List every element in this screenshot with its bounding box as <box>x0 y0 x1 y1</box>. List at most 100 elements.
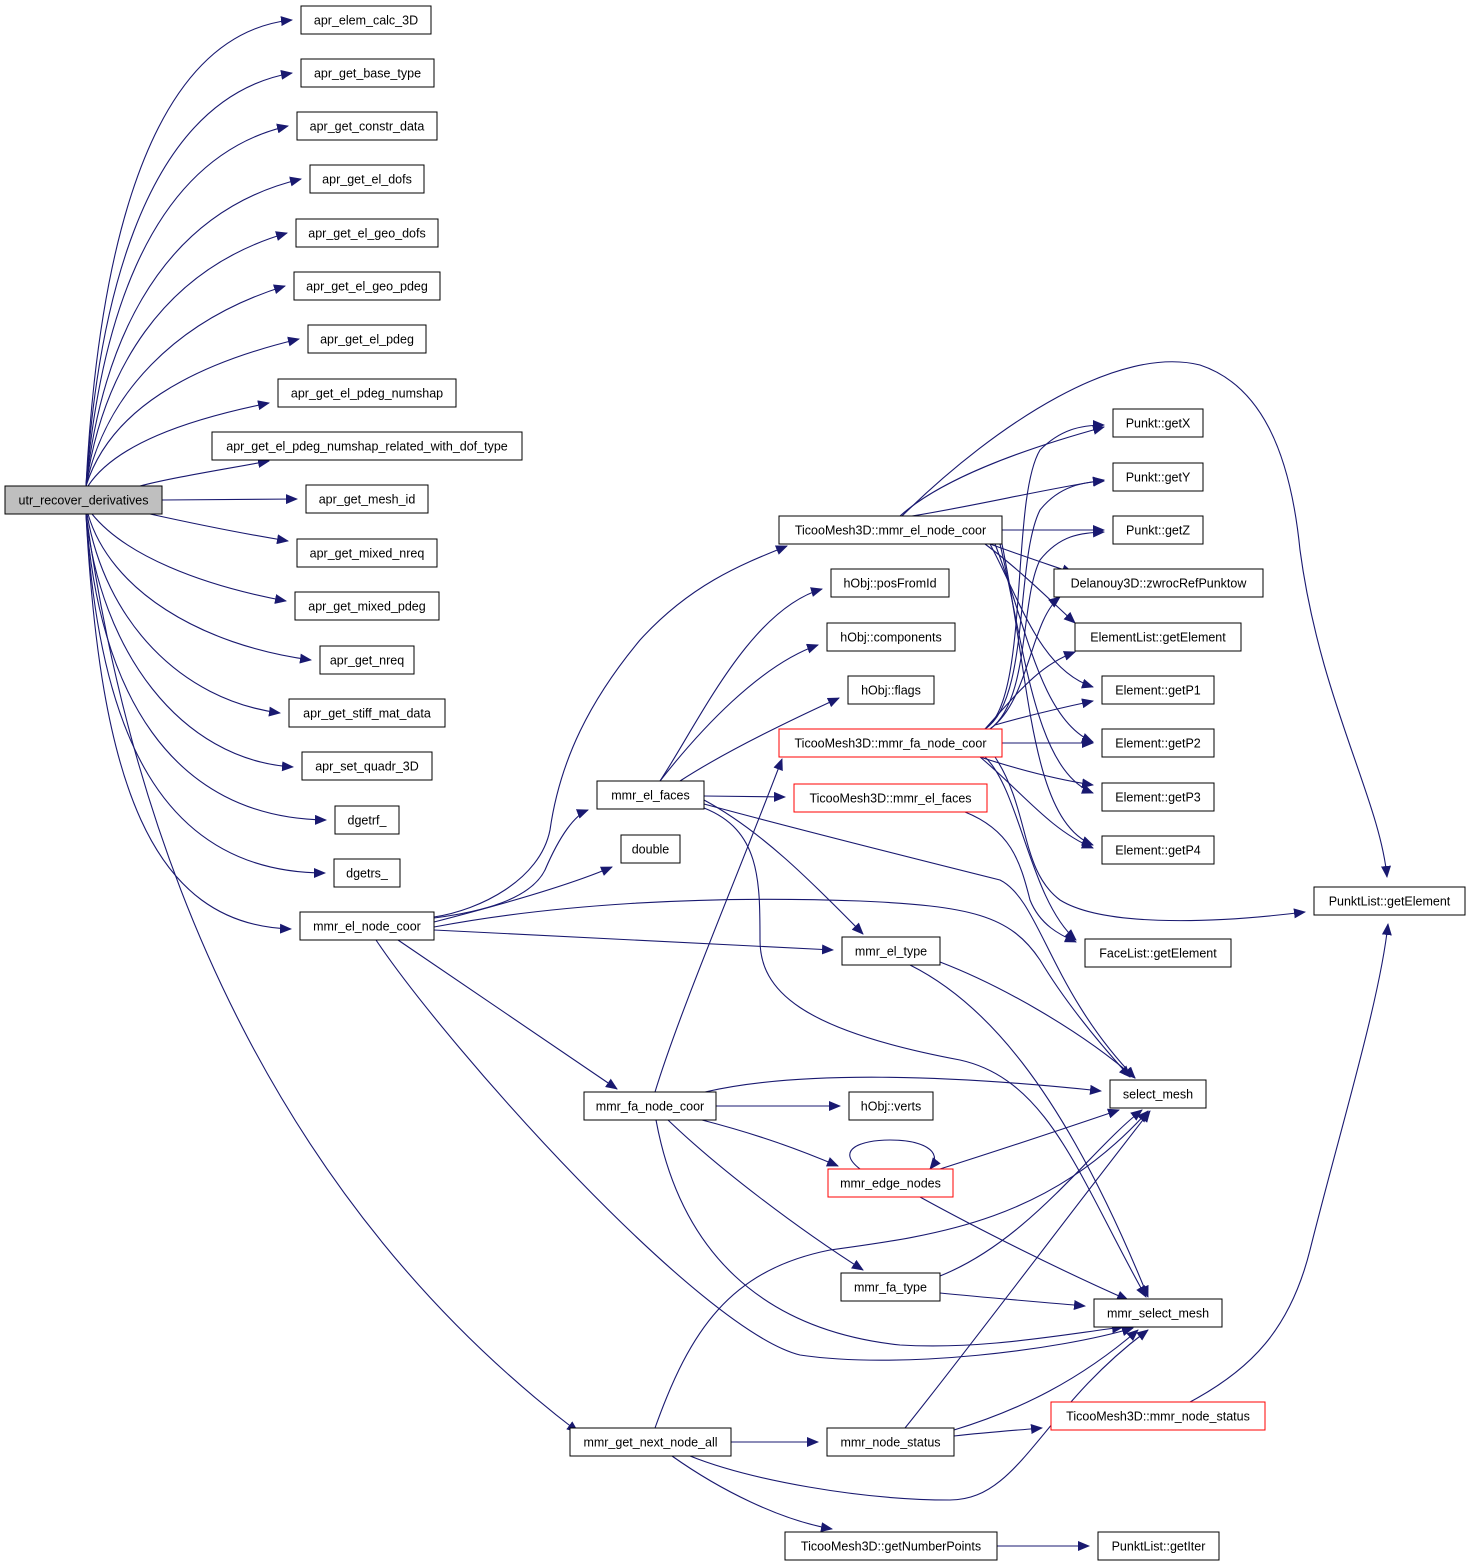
node-get-next[interactable]: mmr_get_next_node_all <box>569 1427 732 1457</box>
node-elem-calc[interactable]: apr_elem_calc_3D <box>300 5 432 35</box>
edge-root-to-mesh_id <box>161 494 298 505</box>
node-root[interactable]: utr_recover_derivatives <box>4 485 163 515</box>
node-getx[interactable]: Punkt::getX <box>1112 408 1204 438</box>
node-label: FaceList::getElement <box>1099 947 1217 961</box>
edge-el_node_coor-to-double <box>433 866 613 923</box>
node-getiter[interactable]: PunktList::getIter <box>1097 1531 1220 1561</box>
node-box <box>296 111 438 141</box>
node-stiff[interactable]: apr_get_stiff_mat_data <box>288 698 446 728</box>
edge-edge_nodes-to-edge_nodes <box>849 1139 941 1170</box>
node-label: mmr_node_status <box>840 1436 940 1450</box>
edge-root-to-mixed_nreq <box>149 513 289 545</box>
edge-el_type-to-select_mesh <box>939 961 1136 1079</box>
node-dgetrs[interactable]: dgetrs_ <box>333 858 401 888</box>
node-el-node-coor[interactable]: mmr_el_node_coor <box>299 911 435 941</box>
node-gety[interactable]: Punkt::getY <box>1112 462 1204 492</box>
node-p2[interactable]: Element::getP2 <box>1101 728 1215 758</box>
node-el-pdeg[interactable]: apr_get_el_pdeg <box>307 324 427 354</box>
edge-fa_node_coor-to-mmr_select <box>655 1119 1124 1347</box>
edge-node_status-to-tm_node_status <box>953 1424 1043 1437</box>
node-numshap-rel[interactable]: apr_get_el_pdeg_numshap_related_with_dof… <box>211 431 523 461</box>
node-box <box>826 622 956 652</box>
node-ellist-get[interactable]: ElementList::getElement <box>1074 622 1242 652</box>
edge-el_node_coor-to-mmr_select <box>375 939 1134 1361</box>
node-box <box>1084 938 1232 968</box>
node-box <box>1101 728 1215 758</box>
node-box <box>288 698 446 728</box>
edge-fa_node_coor-to-edge_nodes <box>701 1119 839 1167</box>
edge-root-to-el_dofs <box>85 176 302 487</box>
node-p4[interactable]: Element::getP4 <box>1101 835 1215 865</box>
node-node-status[interactable]: mmr_node_status <box>826 1427 955 1457</box>
edge-tm_el_node_coor-to-p4 <box>1001 543 1094 846</box>
edge-fa_node_coor-to-tm_fa_node_coor <box>654 758 783 1093</box>
edge-fa_node_coor-to-fa_type <box>667 1119 864 1271</box>
node-getz[interactable]: Punkt::getZ <box>1112 515 1204 545</box>
node-box <box>1101 835 1215 865</box>
node-select-mesh[interactable]: select_mesh <box>1109 1079 1207 1109</box>
node-numshap[interactable]: apr_get_el_pdeg_numshap <box>277 378 457 408</box>
node-label: hObj::components <box>840 631 941 645</box>
edge-el_faces-to-components <box>659 643 819 782</box>
node-posfromid[interactable]: hObj::posFromId <box>830 568 950 598</box>
edge-tm_el_node_coor-to-punktlist_get <box>901 361 1391 878</box>
edge-tm_el_node_coor-to-p2 <box>994 543 1094 743</box>
node-mmr-select[interactable]: mmr_select_mesh <box>1093 1298 1223 1328</box>
edge-tm_fa_node_coor-to-zwroc <box>989 596 1061 730</box>
node-geo-pdeg[interactable]: apr_get_el_geo_pdeg <box>293 271 441 301</box>
node-el-dofs[interactable]: apr_get_el_dofs <box>309 164 425 194</box>
edge-root-to-numshap <box>87 400 270 487</box>
edge-tm_fa_node_coor-to-getx <box>984 420 1105 730</box>
node-quadr[interactable]: apr_set_quadr_3D <box>301 751 433 781</box>
node-p3[interactable]: Element::getP3 <box>1101 782 1215 812</box>
node-label: utr_recover_derivatives <box>19 494 149 508</box>
node-zwroc[interactable]: Delanouy3D::zwrocRefPunktow <box>1053 568 1264 598</box>
node-box <box>569 1427 732 1457</box>
node-box <box>596 780 705 810</box>
edge-el_faces-to-el_type <box>703 799 864 935</box>
node-label: apr_get_mixed_pdeg <box>308 600 425 614</box>
node-geo-dofs[interactable]: apr_get_el_geo_dofs <box>295 218 439 248</box>
node-mixed-nreq[interactable]: apr_get_mixed_nreq <box>296 538 438 568</box>
node-dgetrf[interactable]: dgetrf_ <box>334 805 400 835</box>
node-double[interactable]: double <box>620 834 681 864</box>
node-label: apr_get_el_pdeg <box>320 333 414 347</box>
node-fa-node-coor[interactable]: mmr_fa_node_coor <box>583 1091 717 1121</box>
node-components[interactable]: hObj::components <box>826 622 956 652</box>
node-base-type[interactable]: apr_get_base_type <box>300 58 435 88</box>
node-box <box>793 783 988 813</box>
node-box <box>295 218 439 248</box>
node-box <box>778 515 1003 545</box>
node-facelist[interactable]: FaceList::getElement <box>1084 938 1232 968</box>
edge-root-to-geo_dofs <box>85 231 288 487</box>
node-edge-nodes[interactable]: mmr_edge_nodes <box>827 1168 954 1198</box>
edge-root-to-geo_pdeg <box>85 284 286 487</box>
node-box <box>1093 1298 1223 1328</box>
node-verts[interactable]: hObj::verts <box>848 1091 934 1121</box>
edge-root-to-quadr <box>85 513 294 772</box>
node-label: mmr_fa_node_coor <box>596 1100 704 1114</box>
edge-edge_nodes-to-mmr_select <box>919 1196 1129 1301</box>
node-el-faces[interactable]: mmr_el_faces <box>596 780 705 810</box>
node-label: dgetrs_ <box>346 867 389 881</box>
node-tm-fa-node-coor[interactable]: TicooMesh3D::mmr_fa_node_coor <box>778 728 1003 758</box>
edge-fa_type-to-select_mesh <box>939 1109 1143 1277</box>
node-p1[interactable]: Element::getP1 <box>1101 675 1215 705</box>
node-fa-type[interactable]: mmr_fa_type <box>840 1272 941 1302</box>
node-numpoints[interactable]: TicooMesh3D::getNumberPoints <box>784 1531 998 1561</box>
node-tm-node-status[interactable]: TicooMesh3D::mmr_node_status <box>1050 1401 1266 1431</box>
node-box <box>300 5 432 35</box>
node-tm-el-node-coor[interactable]: TicooMesh3D::mmr_el_node_coor <box>778 515 1003 545</box>
edge-root-to-nreq <box>87 513 312 664</box>
node-mixed-pdeg[interactable]: apr_get_mixed_pdeg <box>294 591 440 621</box>
node-box <box>301 751 433 781</box>
node-nreq[interactable]: apr_get_nreq <box>319 645 415 675</box>
node-el-type[interactable]: mmr_el_type <box>841 936 941 966</box>
node-flags[interactable]: hObj::flags <box>847 675 935 705</box>
node-tm-el-faces[interactable]: TicooMesh3D::mmr_el_faces <box>793 783 988 813</box>
node-box <box>784 1531 998 1561</box>
node-punktlist-get[interactable]: PunktList::getElement <box>1313 886 1466 916</box>
node-constr[interactable]: apr_get_constr_data <box>296 111 438 141</box>
node-mesh-id[interactable]: apr_get_mesh_id <box>305 484 429 514</box>
node-box <box>1074 622 1242 652</box>
